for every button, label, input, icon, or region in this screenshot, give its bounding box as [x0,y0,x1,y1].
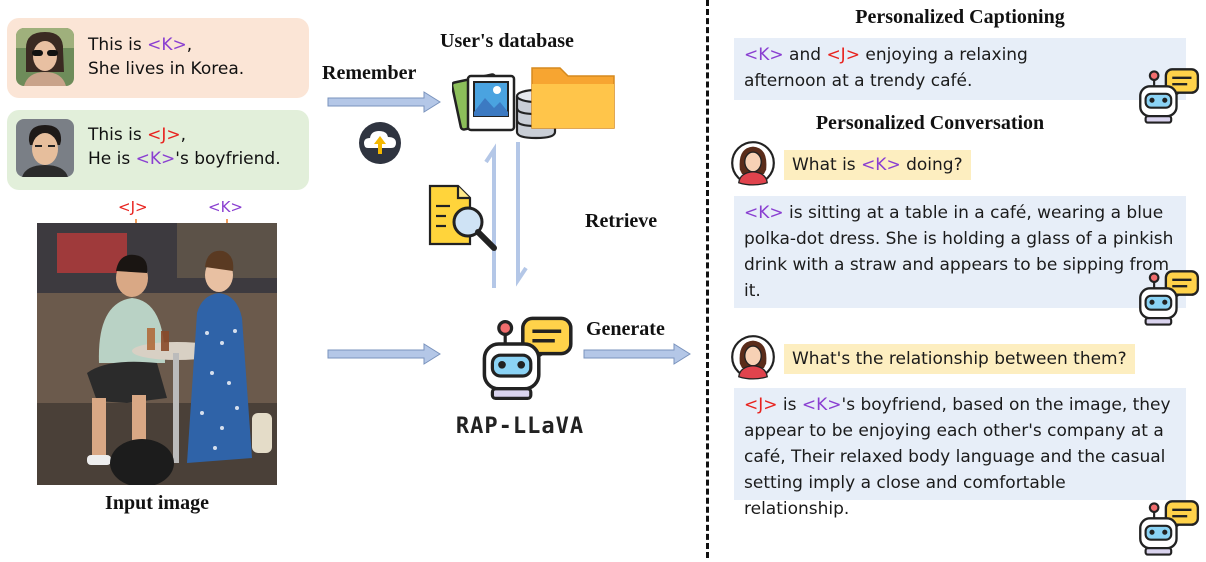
input-image [37,223,277,485]
avatar-j [16,119,74,177]
folder-icon [526,62,620,138]
generate-label: Generate [586,318,665,340]
database-title: User's database [440,30,574,52]
input-image-caption: Input image [105,492,209,514]
retrieve-arrows [484,142,528,288]
section-divider [706,0,709,558]
answer-2-robot-icon [1136,500,1200,562]
photos-icon [450,68,520,140]
question-2: What's the relationship between them? [784,344,1135,374]
question-1: What is <K> doing? [784,150,971,180]
image-label-k: <K> [208,198,243,216]
answer-2: <J> is <K>'s boyfriend, based on the ima… [734,388,1186,519]
captioning-title: Personalized Captioning [855,6,1065,28]
answer-1: <K> is sitting at a table in a café, wea… [734,196,1186,308]
retrieve-label: Retrieve [585,210,658,232]
caption-box: <K> and <J> enjoying a relaxing afternoo… [734,38,1186,100]
upload-cloud-icon [355,120,405,170]
remember-arrow [327,91,441,113]
card-j-text: This is <J>, He is <K>'s boyfriend. [88,125,281,169]
model-name: RAP-LLaVA [455,414,585,439]
user-avatar-icon [730,140,776,190]
avatar-k [16,28,74,86]
answer-1-robot-icon [1136,268,1200,334]
user-avatar-icon-2 [730,334,776,384]
document-search-icon [424,182,500,258]
model-robot-icon [478,305,574,419]
input-arrow [327,343,441,365]
remember-label: Remember [322,62,417,84]
conversation-title: Personalized Conversation [815,112,1045,134]
image-label-j: <J> [118,198,148,216]
output-arrow [583,343,691,365]
card-k-text: This is <K>, She lives in Korea. [88,35,245,79]
caption-robot-icon [1136,66,1200,132]
